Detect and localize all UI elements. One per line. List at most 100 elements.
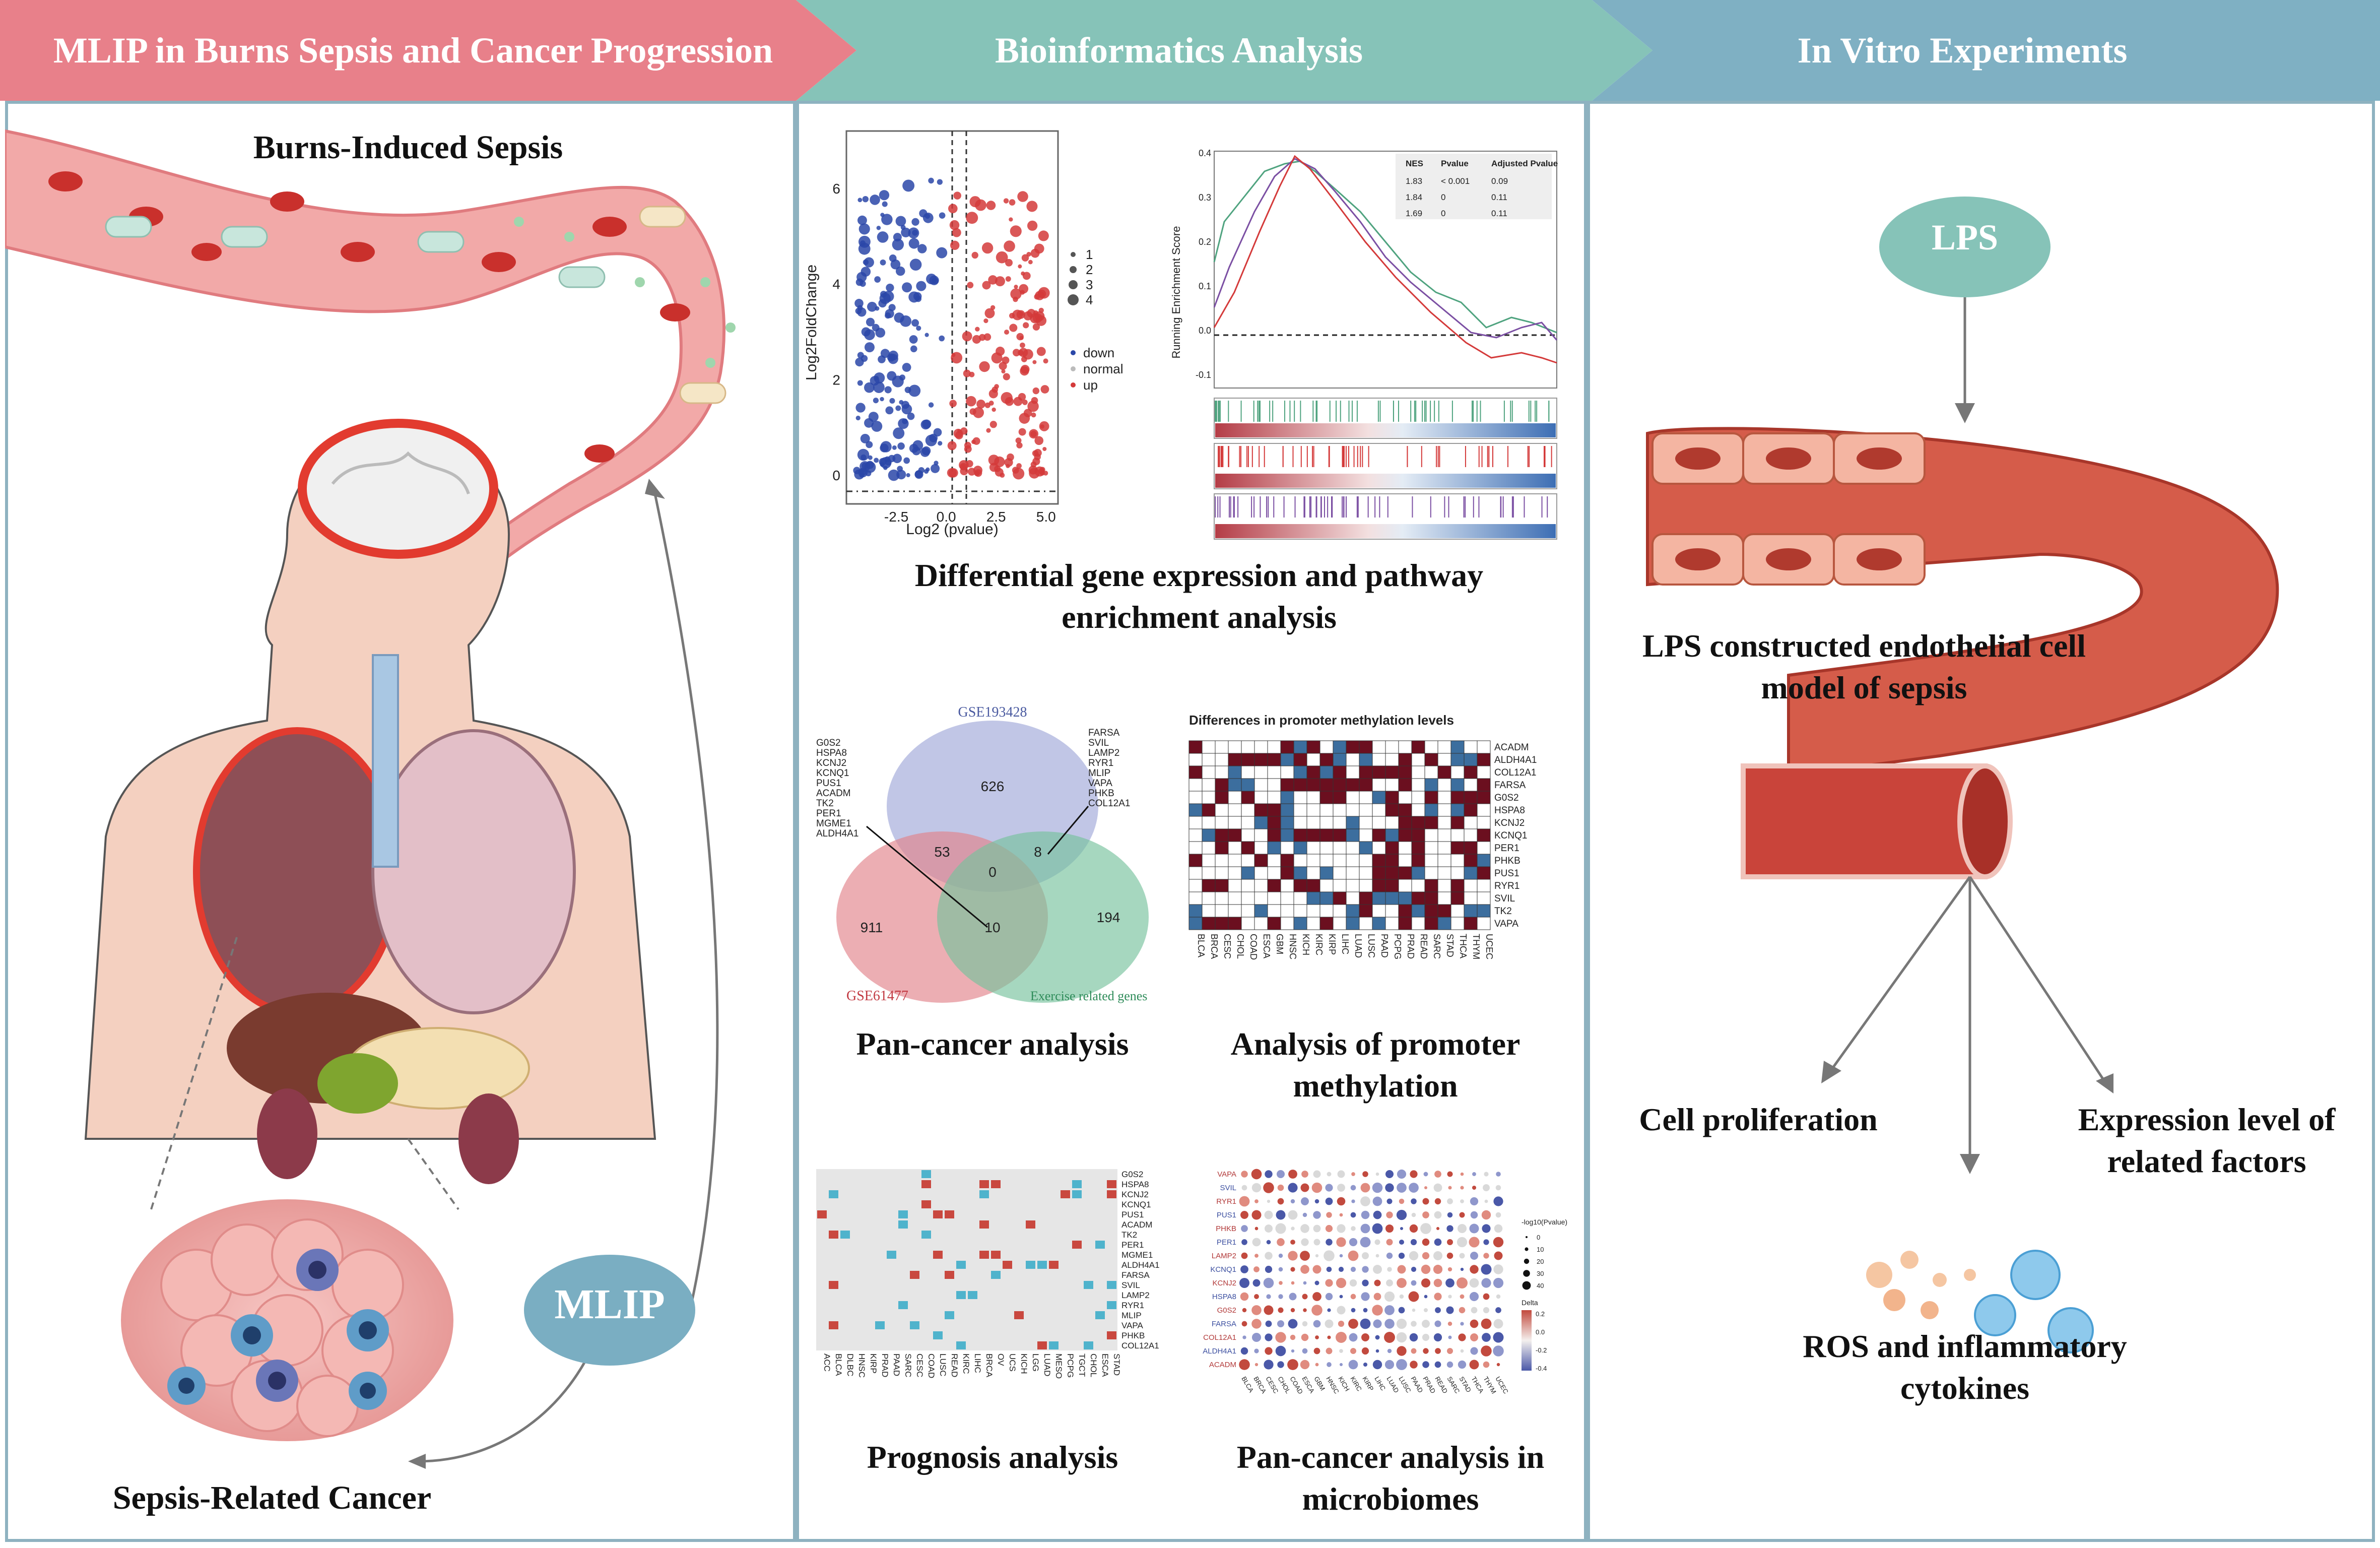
microbiome-dot: [1302, 1212, 1307, 1217]
volcano-point-down: [931, 464, 940, 473]
microbiome-dot: [1337, 1197, 1346, 1206]
volcano-point-down: [880, 213, 885, 217]
microbiome-dot: [1422, 1252, 1430, 1260]
prognosis-cell-risk: [979, 1180, 989, 1188]
brain: [298, 419, 498, 559]
microbiome-dot: [1277, 1361, 1284, 1368]
methylation-cell: [1293, 879, 1307, 892]
methylation-cell: [1359, 753, 1373, 766]
microbiome-dot: [1351, 1226, 1356, 1231]
volcano-point-up: [1019, 413, 1030, 424]
methylation-cell: [1464, 891, 1478, 905]
microbiome-dot: [1241, 1185, 1247, 1191]
volcano-point-up: [951, 353, 956, 357]
microbiome-dot: [1327, 1335, 1331, 1339]
methylation-cell: [1215, 828, 1229, 842]
left-panel: [5, 101, 796, 1542]
volcano-point-up: [963, 369, 971, 377]
methylation-cell: [1437, 841, 1451, 855]
volcano-point-up: [1014, 285, 1018, 289]
methylation-cell: [1319, 765, 1334, 779]
methylation-cell: [1437, 778, 1451, 792]
microbiome-dot: [1422, 1361, 1429, 1368]
methylation-cell: [1333, 891, 1347, 905]
microbiome-dot: [1339, 1349, 1343, 1353]
microbiome-dot: [1313, 1320, 1321, 1328]
microbiome-dot: [1482, 1333, 1491, 1342]
methylation-cell: [1411, 816, 1425, 829]
microbiome-dot: [1373, 1293, 1381, 1301]
methylation-cell: [1241, 891, 1255, 905]
methylation-cell: [1385, 841, 1399, 855]
methylation-cell: [1241, 904, 1255, 918]
prognosis-cell-protective: [956, 1261, 966, 1269]
microbiome-dot: [1254, 1363, 1259, 1367]
volcano-point-down: [922, 212, 934, 223]
volcano-point-up: [969, 196, 981, 208]
microbiome-dot: [1265, 1252, 1273, 1260]
prognosis-cell-protective: [887, 1251, 896, 1259]
methylation-cell: [1385, 791, 1399, 804]
venn-count-c: 194: [1097, 910, 1120, 925]
volcano-point-up: [989, 421, 997, 428]
microbiome-dot: [1484, 1199, 1488, 1203]
methylation-cell: [1346, 866, 1360, 880]
microbiome-dot: [1446, 1361, 1453, 1368]
microbiome-dot: [1325, 1293, 1333, 1301]
volcano-point-up: [952, 228, 961, 237]
methylation-cell: [1424, 904, 1438, 918]
venn-count-ac: 8: [1034, 844, 1042, 860]
methylation-cell: [1450, 866, 1465, 880]
microbiome-dot: [1493, 1345, 1504, 1357]
prognosis-gene-label: ACADM: [1121, 1220, 1152, 1230]
methylation-cell: [1188, 740, 1203, 754]
methylation-cell: [1372, 904, 1386, 918]
microbiome-dot: [1436, 1227, 1440, 1231]
microbiome-dot: [1325, 1224, 1333, 1233]
volcano-point-up: [1003, 198, 1009, 204]
methylation-gene-label: PHKB: [1494, 856, 1520, 866]
volcano-point-down: [895, 266, 905, 276]
microbiome-dot: [1289, 1293, 1297, 1301]
prognosis-cell-risk: [1049, 1261, 1059, 1269]
microbiome-dot: [1360, 1318, 1371, 1329]
prognosis-cancer-label: MESO: [1054, 1353, 1064, 1379]
microbiome-dot: [1300, 1360, 1310, 1370]
volcano-point-up: [948, 204, 958, 214]
volcano-point-down: [888, 304, 896, 311]
methylation-cell: [1437, 828, 1451, 842]
arrow-cancer-to-sepsis: [653, 493, 719, 1331]
volcano-point-up: [1010, 288, 1022, 300]
volcano-point-down: [864, 418, 874, 428]
methylation-cell: [1215, 841, 1229, 855]
methylation-cell: [1280, 803, 1294, 817]
microbiome-cancer-label: UCEC: [1494, 1375, 1509, 1395]
methylation-cell: [1424, 917, 1438, 930]
microbiome-dot: [1434, 1211, 1442, 1219]
volcano-point-down: [902, 179, 915, 192]
methylation-cell: [1188, 854, 1203, 867]
microbiome-gene-label: PUS1: [1217, 1211, 1236, 1219]
volcano-point-up: [949, 220, 960, 230]
microbiome-dot: [1315, 1363, 1319, 1367]
methylation-cell: [1464, 879, 1478, 892]
methylation-cell: [1437, 879, 1451, 892]
methylation-cell: [1346, 891, 1360, 905]
volcano-point-up: [979, 361, 990, 372]
microbiome-dot: [1326, 1239, 1333, 1246]
volcano-size-key: [1068, 294, 1079, 305]
methylation-cell: [1228, 816, 1242, 829]
microbiome-dot: [1278, 1253, 1283, 1258]
prognosis-cell-protective: [1107, 1301, 1116, 1309]
methylation-cell: [1215, 753, 1229, 766]
methylation-cell: [1424, 854, 1438, 867]
microbiome-dot: [1375, 1335, 1380, 1340]
methylation-cell: [1372, 866, 1386, 880]
methylation-cell: [1346, 765, 1360, 779]
methylation-cell: [1293, 765, 1307, 779]
prognosis-cell-protective: [1095, 1241, 1105, 1249]
model-title: LPS constructed endothelial cell model o…: [1642, 628, 2086, 706]
methylation-cancer-label: LUAD: [1353, 934, 1363, 958]
volcano-point-down: [932, 277, 939, 284]
microbiome-dot: [1311, 1305, 1323, 1316]
